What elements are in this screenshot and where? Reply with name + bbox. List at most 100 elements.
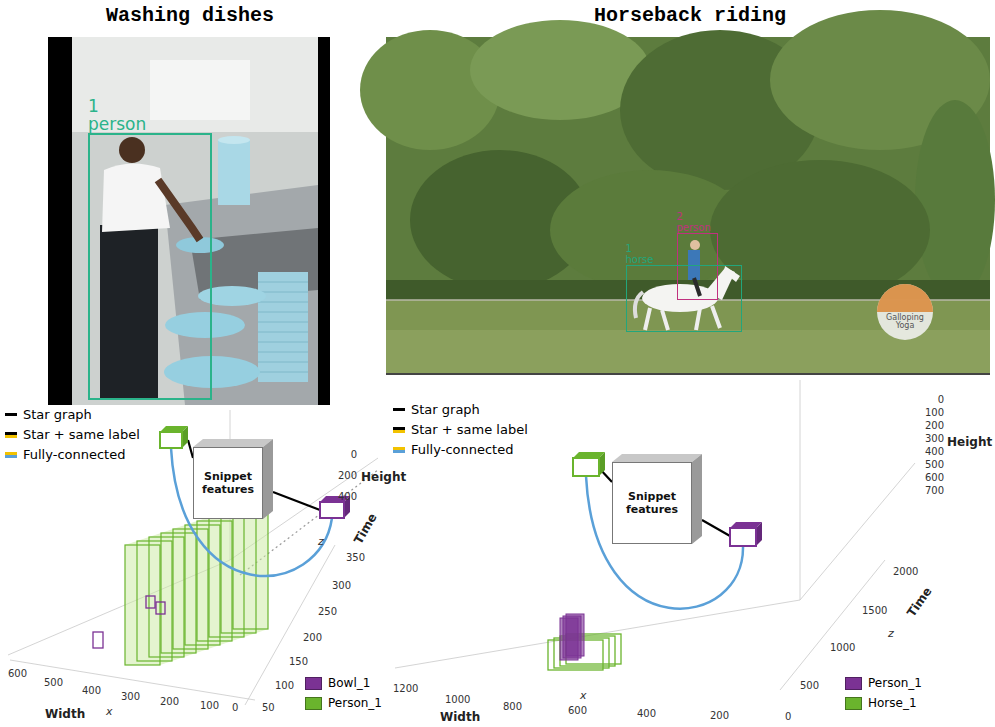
kitchen-wall [72, 37, 318, 405]
axis-label: Height [361, 471, 406, 485]
person-box [125, 545, 160, 665]
detection-label: 1 horse [626, 243, 654, 265]
legend-text: Fully-connected [411, 442, 513, 457]
person-box [233, 509, 268, 629]
legend-line-bar [393, 450, 405, 453]
plate [165, 312, 245, 338]
tick-label: 100 [275, 680, 294, 692]
panel-heading: Washing dishes [106, 4, 274, 27]
tick-label: 300 [121, 691, 140, 703]
horse-tail [635, 292, 643, 318]
feature-label: Snippet features [617, 490, 687, 516]
tick-label: 250 [318, 606, 337, 618]
tick-label: 1000 [830, 642, 855, 654]
legend-line-sample [5, 413, 17, 416]
axis-label: Width [440, 711, 480, 725]
feature-cube-side [692, 454, 702, 544]
rider-leg [694, 278, 700, 296]
tick-label: 0 [938, 394, 944, 406]
legend-entry: Fully-connected [393, 442, 513, 457]
bowl-box [93, 632, 103, 648]
legend-entry: Person_1 [305, 696, 382, 710]
trajectory-fill [125, 509, 268, 665]
tick-label: 400 [925, 446, 944, 458]
legend-line-bar [393, 430, 405, 433]
legend-entry: Horse_1 [845, 696, 917, 710]
tick-label: 1500 [862, 605, 887, 617]
feature-box: Snippet features [612, 462, 692, 544]
legend-line-sample [393, 447, 405, 453]
tick-label: 50 [262, 702, 275, 714]
legend-line-sample [393, 408, 405, 411]
legend-line-bar [5, 455, 17, 458]
legend-line-sample [5, 432, 17, 438]
tick-label: 150 [289, 656, 308, 668]
legend-text: Star graph [23, 407, 92, 422]
tick-label: 200 [160, 696, 179, 708]
bowl-cube [320, 502, 344, 518]
legend-entry: Star graph [393, 402, 480, 417]
axis-variable: z [888, 628, 894, 641]
tick-label: 200 [710, 710, 729, 722]
axis-label: Time [352, 511, 380, 546]
legend-text: Bowl_1 [328, 676, 370, 690]
tick-label: 300 [925, 433, 944, 445]
tick-label: 500 [925, 459, 944, 471]
bowl-box [146, 596, 155, 608]
legend-swatch [305, 677, 322, 690]
legend-text: Horse_1 [868, 696, 917, 710]
tick-label: 800 [503, 701, 522, 713]
tick-label: 600 [568, 705, 587, 717]
tick-label: 100 [200, 700, 219, 712]
tick-label: 600 [8, 668, 27, 680]
axis-grid [8, 410, 378, 705]
legend-text: Fully-connected [23, 447, 125, 462]
legend-line-bar [5, 413, 17, 416]
axis-grid [395, 380, 915, 690]
fully-connected-edge [171, 448, 332, 576]
legend-entry: Star + same label [393, 422, 528, 437]
axis-label: Width [45, 708, 85, 722]
tick-label: 0 [351, 449, 357, 461]
person-box [161, 533, 196, 653]
axis-variable: x [106, 706, 113, 719]
horse-head [724, 266, 740, 282]
plate-top [218, 136, 250, 144]
person-cube [160, 432, 182, 448]
plate [164, 356, 260, 388]
tick-label: 200 [303, 632, 322, 644]
detection-label: 2 person [677, 211, 711, 233]
legend-entry: Fully-connected [5, 447, 125, 462]
feature-cube-top [612, 454, 702, 462]
feature-cube-top [193, 439, 273, 447]
apron [100, 225, 158, 400]
photo-frame [48, 37, 330, 405]
tick-label: 0 [232, 702, 238, 714]
tick-label: 700 [925, 485, 944, 497]
feature-box: Snippet features [193, 447, 263, 519]
tick-label: 200 [338, 470, 357, 482]
legend-text: Star graph [411, 402, 480, 417]
legend-entry: Star + same label [5, 427, 140, 442]
plate-stack [258, 272, 308, 382]
rider-head [690, 240, 700, 250]
person-trajectory [125, 509, 268, 665]
tick-label: 200 [925, 420, 944, 432]
panel-heading: Horseback riding [594, 4, 786, 27]
legend-swatch [845, 697, 862, 710]
watermark-disc [877, 284, 933, 340]
separator [386, 373, 990, 375]
tick-label: 100 [925, 407, 944, 419]
tick-label: 400 [637, 708, 656, 720]
person-trajectory [560, 614, 584, 660]
detection-label: 1 person [88, 97, 146, 134]
watermark-sun [877, 284, 933, 312]
person-box [566, 614, 584, 656]
feature-label: Snippet features [198, 470, 258, 496]
detection-box: 2 person [677, 233, 718, 300]
plate-stack [218, 140, 250, 205]
legend-swatch [845, 677, 862, 690]
watermark: Galloping Yoga [883, 314, 927, 330]
